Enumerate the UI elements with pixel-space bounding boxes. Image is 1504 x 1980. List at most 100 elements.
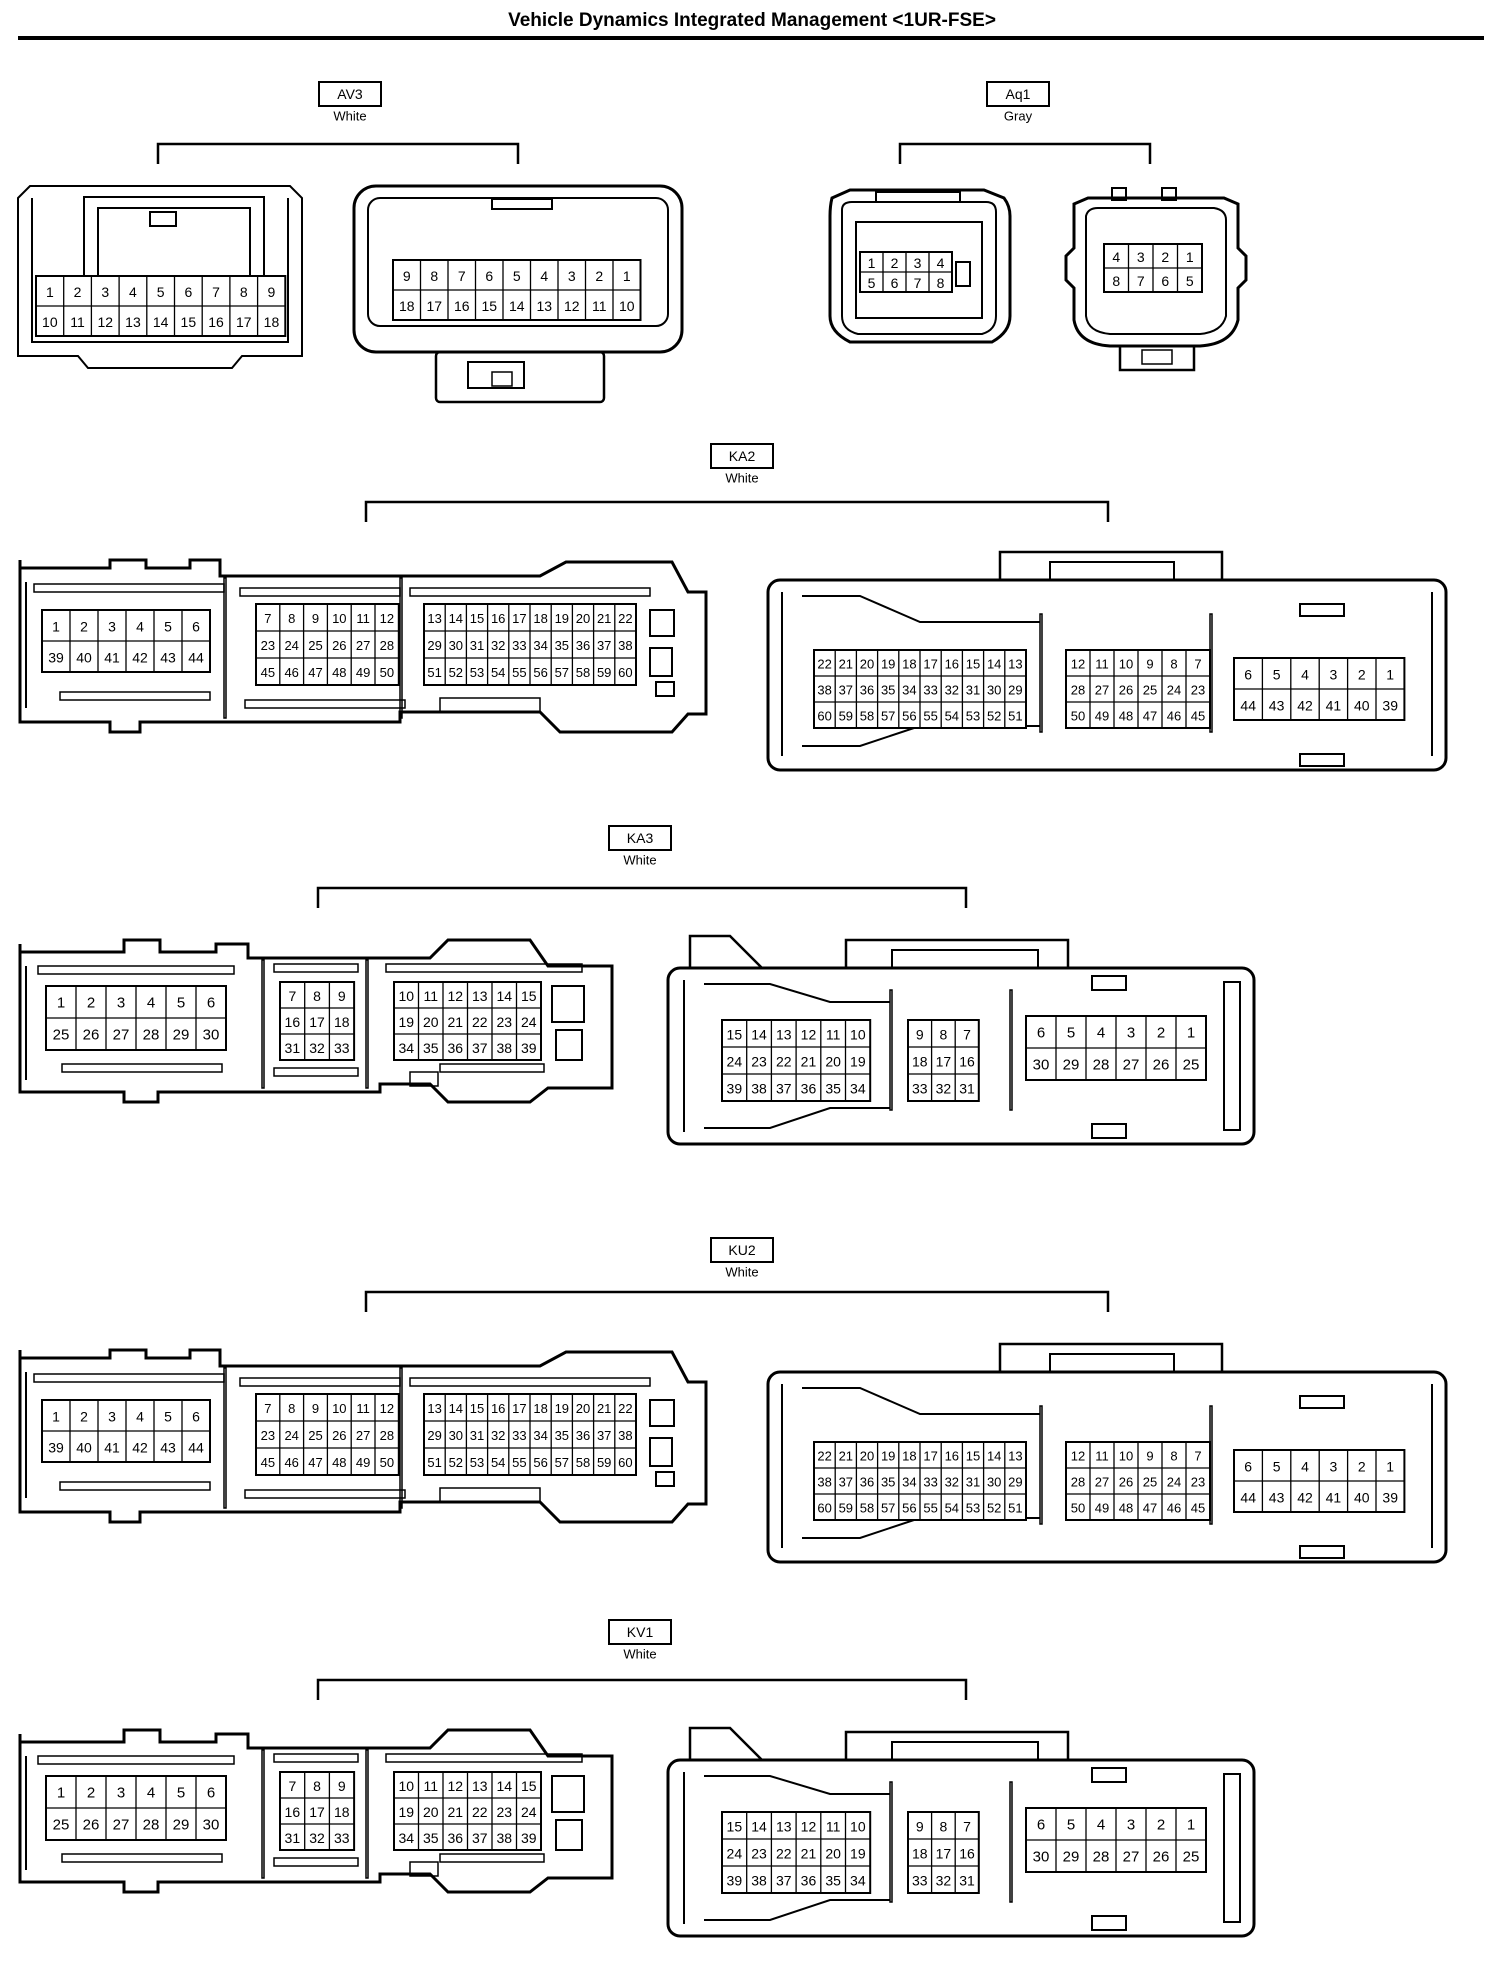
housing-rib [273, 963, 359, 973]
pin-number: 6 [891, 275, 899, 291]
pin-number: 3 [101, 284, 109, 300]
pin-number: 2 [1161, 249, 1169, 265]
pin-number: 19 [850, 1846, 866, 1862]
pin-number: 39 [521, 1830, 537, 1846]
pin-number: 26 [83, 1027, 100, 1044]
pin-number: 37 [597, 638, 611, 653]
pin-number: 35 [423, 1040, 439, 1056]
housing-latch [551, 1775, 585, 1813]
connector-label-box [318, 81, 382, 107]
pin-number: 37 [776, 1081, 792, 1097]
pin-number: 11 [1095, 657, 1109, 672]
pin-number: 35 [881, 683, 895, 698]
pin-number: 47 [1143, 1501, 1157, 1516]
pin-number: 35 [555, 1428, 569, 1443]
pin-number: 49 [356, 1455, 370, 1470]
connector-housing [17, 185, 303, 369]
connector-code: Aq1 [1006, 86, 1031, 102]
pin-number: 60 [817, 709, 831, 724]
pin-number: 60 [817, 1501, 831, 1516]
pin-number: 8 [940, 1819, 948, 1835]
pin-number: 2 [595, 268, 603, 284]
connector-code: KV1 [627, 1624, 654, 1640]
housing-rib [61, 1853, 223, 1863]
housing-latch [655, 1471, 675, 1487]
pin-number: 1 [1386, 667, 1394, 683]
pin-number: 15 [470, 611, 484, 626]
pin-number: 13 [472, 1778, 488, 1794]
pin-number: 5 [164, 619, 172, 635]
pin-number: 16 [491, 611, 505, 626]
pin-number: 32 [936, 1873, 952, 1889]
pin-number: 50 [1071, 1501, 1085, 1516]
pin-number: 37 [597, 1428, 611, 1443]
pin-number: 31 [966, 1475, 980, 1490]
housing-latch [491, 371, 513, 387]
pin-number: 51 [1008, 1501, 1022, 1516]
pin-number: 14 [987, 1449, 1001, 1464]
pin-number: 4 [129, 284, 137, 300]
pin-number: 24 [1167, 683, 1181, 698]
pin-number: 20 [423, 1804, 439, 1820]
pin-number: 26 [332, 638, 346, 653]
pin-number: 26 [1153, 1057, 1170, 1074]
pin-number: 29 [1063, 1849, 1080, 1866]
pin-number: 15 [727, 1027, 743, 1043]
pin-number: 5 [177, 995, 185, 1012]
pin-number: 7 [212, 284, 220, 300]
pin-number: 34 [533, 1428, 547, 1443]
pin-number: 1 [623, 268, 631, 284]
pin-number: 50 [1071, 709, 1085, 724]
pin-number: 30 [449, 638, 463, 653]
housing-rib [385, 963, 583, 973]
pin-number: 13 [776, 1027, 792, 1043]
pin-number: 8 [1170, 1449, 1177, 1464]
pin-number: 14 [751, 1819, 767, 1835]
pin-number: 36 [576, 638, 590, 653]
pin-number: 24 [521, 1804, 537, 1820]
pin-number: 2 [80, 1409, 88, 1425]
housing-latch [649, 1437, 673, 1467]
pin-number: 52 [987, 709, 1001, 724]
pin-number: 9 [312, 611, 319, 626]
pin-number: 21 [597, 611, 611, 626]
pin-number: 11 [423, 988, 438, 1004]
pin-number: 27 [356, 638, 370, 653]
pin-number: 30 [987, 683, 1001, 698]
pin-number: 29 [427, 638, 441, 653]
connector-housing [18, 558, 708, 734]
pin-number: 7 [264, 611, 271, 626]
pin-number: 25 [1143, 1475, 1157, 1490]
pin-number: 41 [1326, 1490, 1342, 1506]
pin-number: 4 [937, 255, 945, 271]
title-rule [18, 36, 1484, 40]
pin-number: 12 [380, 1401, 394, 1416]
connector-color: White [333, 109, 366, 124]
pin-number: 17 [309, 1014, 325, 1030]
pin-number: 23 [751, 1846, 767, 1862]
housing-outline [704, 1107, 890, 1129]
pin-number: 27 [1095, 1475, 1109, 1490]
housing-latch [555, 1819, 583, 1851]
housing-latch [1299, 603, 1345, 617]
pin-number: 25 [1183, 1849, 1200, 1866]
pin-number: 40 [1354, 698, 1370, 714]
pin-number: 12 [801, 1819, 817, 1835]
pin-number: 5 [1186, 273, 1194, 289]
housing-latch [1223, 1773, 1241, 1923]
pin-number: 57 [881, 1501, 895, 1516]
pin-number: 18 [912, 1054, 928, 1070]
housing-latch [891, 949, 1039, 969]
housing-latch [1091, 1123, 1127, 1139]
housing-rib [244, 1489, 406, 1499]
pin-number: 26 [1119, 683, 1133, 698]
pin-number: 55 [512, 665, 526, 680]
housing-latch [97, 207, 251, 277]
pin-number: 39 [727, 1873, 743, 1889]
pin-number: 2 [87, 995, 95, 1012]
pin-number: 3 [568, 268, 576, 284]
